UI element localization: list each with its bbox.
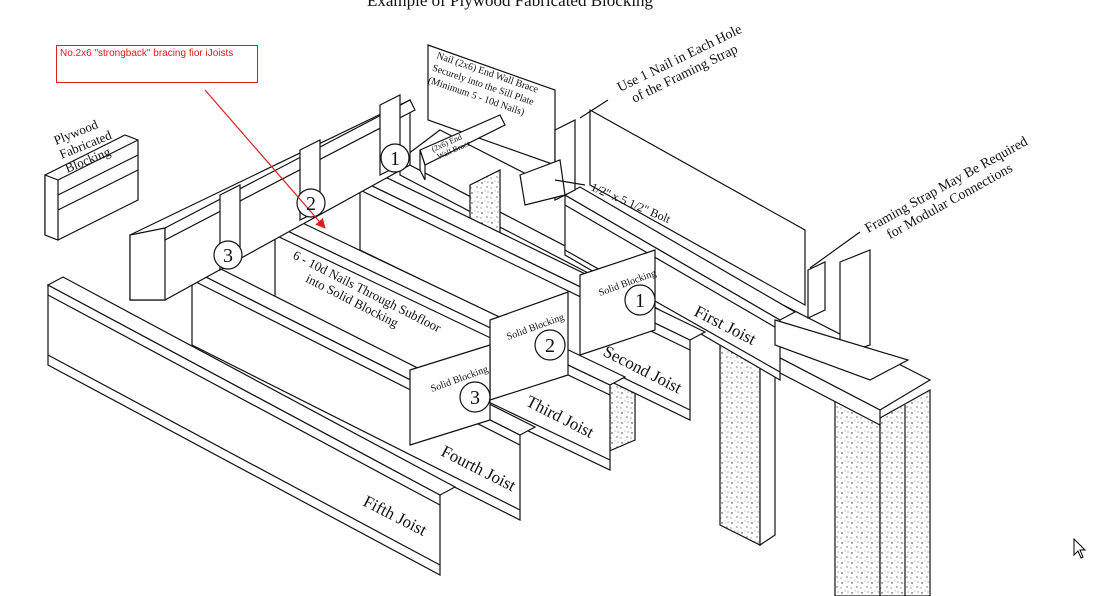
- solid-blocking-1: [579, 249, 656, 356]
- circle-label-1-top: 1: [390, 148, 400, 170]
- fifth-joist: [46, 276, 457, 577]
- foundation-wall-right: [719, 339, 931, 596]
- circle-label-3-top: 3: [223, 245, 233, 267]
- first-joist: [563, 108, 806, 382]
- strongback-annotation: No.2x6 "strongback" bracing fior iJoists: [56, 45, 258, 83]
- strongback-assembly: [129, 94, 416, 301]
- circle-label-2: 2: [545, 335, 555, 357]
- mouse-cursor-icon: [1073, 538, 1087, 559]
- leader-lines: [554, 99, 861, 269]
- strap-post: [774, 249, 910, 381]
- solid-blocking-3: [409, 344, 491, 446]
- diagram-title: Example of Plywood Fabricated Blocking: [366, 0, 654, 10]
- marker-circles: [213, 143, 656, 413]
- circle-label-1: 1: [635, 290, 645, 312]
- end-wall-brace-board: [419, 44, 576, 206]
- nail-strap-label: Use 1 Nail in Each Hole of the Framing S…: [615, 21, 754, 110]
- plywood-blocking-sample: [44, 134, 139, 241]
- circle-label-2-top: 2: [306, 193, 316, 215]
- framing-strap-label: Framing Strap May Be Required for Modula…: [863, 133, 1042, 251]
- circle-label-3: 3: [470, 387, 480, 409]
- annotation-arrow: [204, 89, 326, 229]
